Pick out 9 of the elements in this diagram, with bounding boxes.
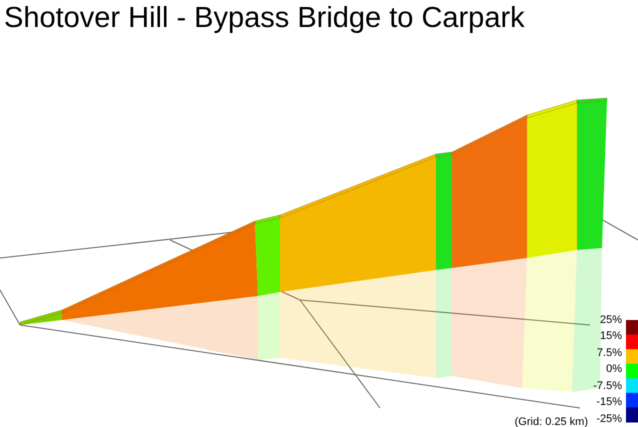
scale-label: -25% (596, 412, 622, 425)
scale-label: -7.5% (593, 380, 622, 392)
scale-label: 7.5% (596, 346, 622, 359)
grid-note: (Grid: 0.25 km) (514, 416, 588, 427)
scale-label: 15% (600, 330, 622, 342)
chart-title: Shotover Hill - Bypass Bridge to Carpark (4, 2, 525, 35)
scale-label: 25% (600, 314, 622, 326)
scale-label: -15% (596, 396, 622, 408)
scale-label: 0% (606, 363, 622, 376)
